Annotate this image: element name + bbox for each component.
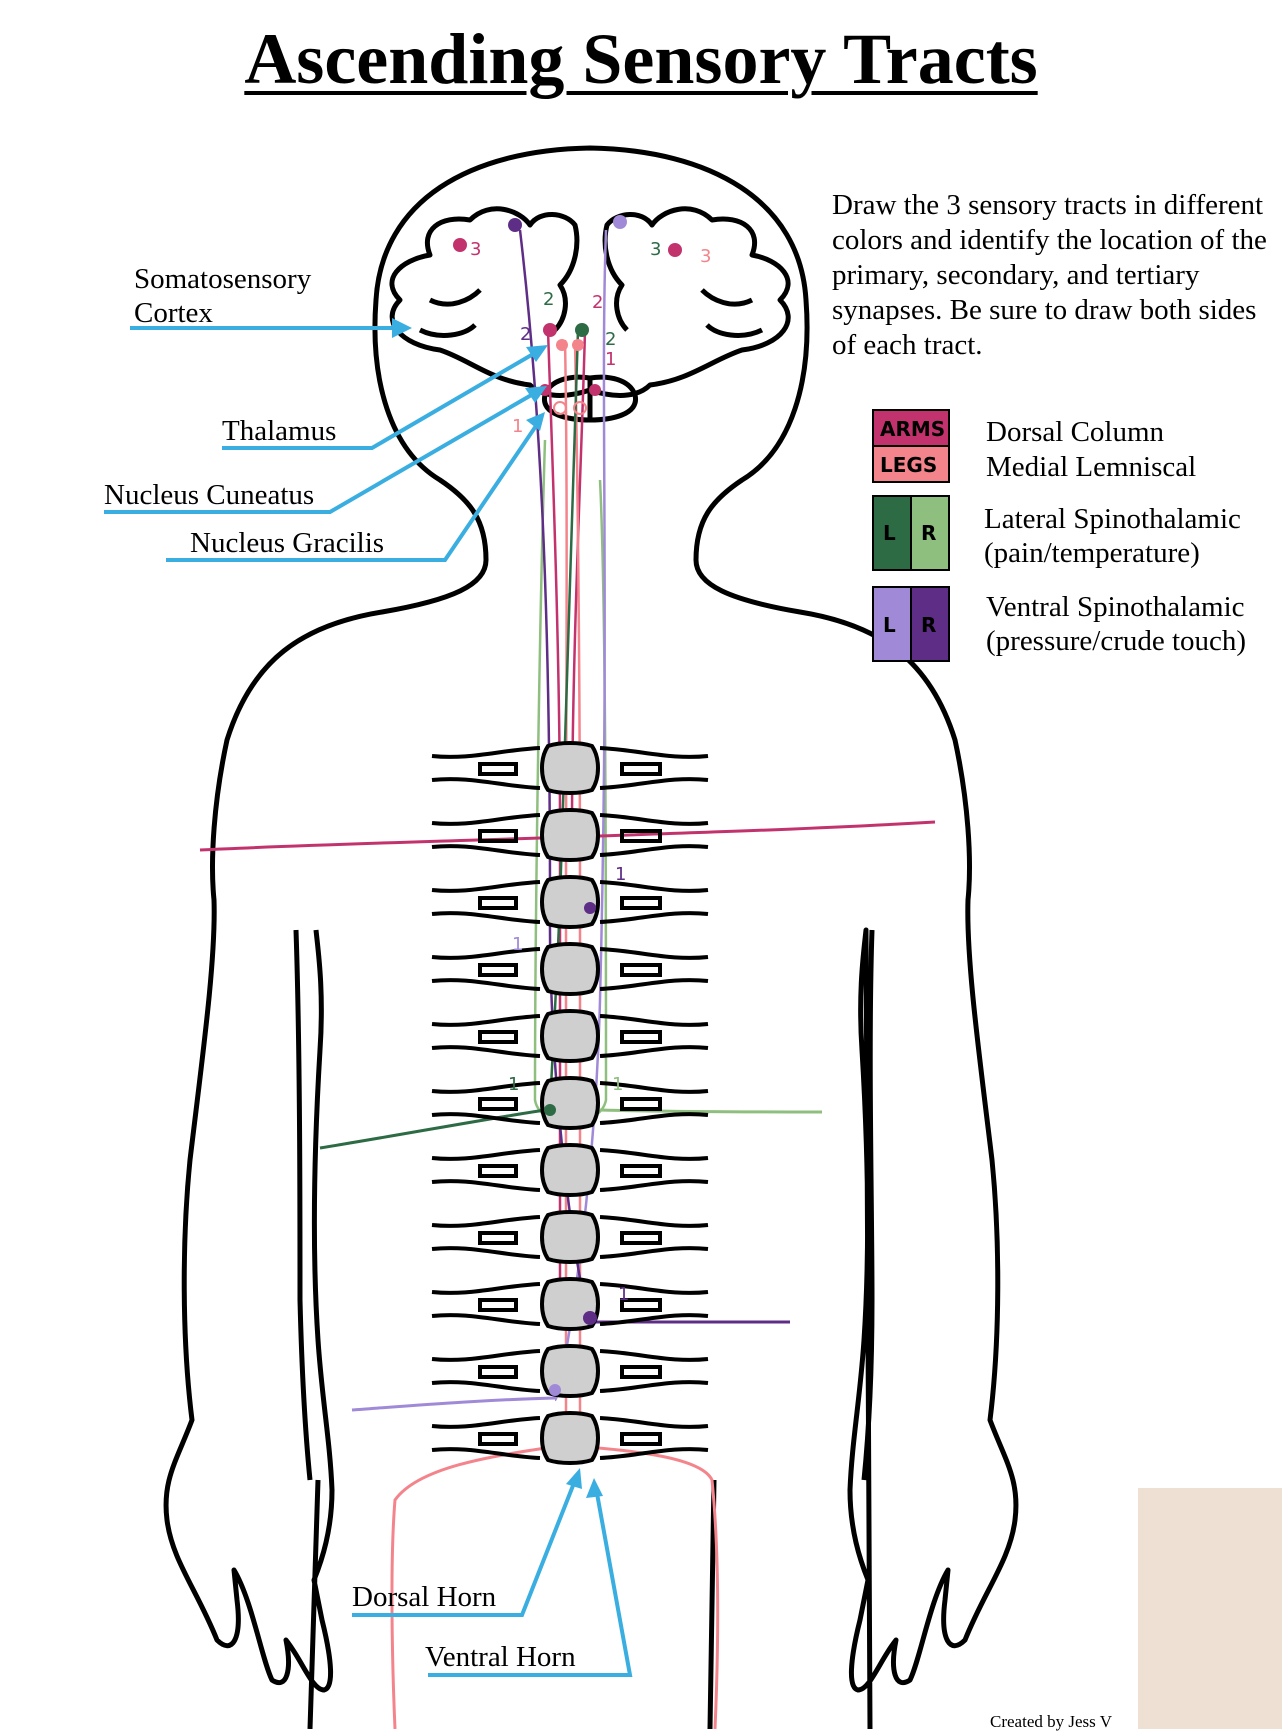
label-somatosensory-line2: Cortex [134,296,213,330]
legend-lateral-swatch: L R [873,496,949,570]
swatch-ventral-left: L [883,613,896,637]
swatch-lateral-right: R [921,521,936,545]
label-dorsal-horn: Dorsal Horn [352,1580,496,1614]
vertebra [432,1413,708,1463]
synapse-dot [554,402,566,414]
ventral-nerve-left [352,1398,555,1410]
synapse-number: 1 [508,1074,519,1095]
arrowhead [526,345,548,362]
vertebra [432,1011,708,1061]
legend-ventral-line1: Ventral Spinothalamic [986,590,1245,624]
synapse-dot [508,218,522,232]
label-nucleus-gracilis: Nucleus Gracilis [190,526,384,560]
swatch-legs-label: LEGS [880,453,937,477]
swatch-arms-label: ARMS [880,417,945,441]
arrowhead [566,1468,582,1489]
synapse-dot [544,1104,556,1116]
legend-lateral-line1: Lateral Spinothalamic [984,502,1241,536]
legend-lateral-line2: (pain/temperature) [984,536,1200,570]
synapse-number: 1 [512,934,523,955]
vertebra [432,743,708,793]
synapse-number: 2 [543,289,554,310]
legend-ventral-line2: (pressure/crude touch) [986,624,1246,658]
beige-corner-block [1138,1488,1282,1729]
legend-dcml-line2: Medial Lemniscal [986,450,1196,484]
synapse-dot [575,323,589,337]
legend-dcml-swatch: ARMS LEGS [873,410,949,482]
synapse-number: 1 [618,1284,629,1305]
synapse-number: 2 [520,324,531,345]
vertebrae [432,743,708,1463]
label-nucleus-cuneatus: Nucleus Cuneatus [104,478,314,512]
synapse-number: 1 [605,349,616,370]
arrowhead [586,1478,603,1498]
left-inner-arm [296,930,310,1480]
synapse-dot [589,384,601,396]
synapse-number: 2 [605,329,616,350]
vertebra [432,1346,708,1396]
synapse-number: 3 [700,246,711,267]
synapse-dot [549,1384,561,1396]
synapse-number: 3 [650,239,661,260]
vertebra [432,1145,708,1195]
synapse-dot [453,238,467,252]
synapse-number: 1 [615,864,626,885]
vertebra [432,877,708,927]
synapse-dot [556,339,568,351]
vertebra [432,1212,708,1262]
footer-credit: Created by Jess V [990,1712,1112,1732]
swatch-lateral-left: L [883,521,896,545]
synapse-number: 1 [512,416,523,437]
legend-ventral-swatch: L R [873,587,949,661]
synapse-dot [543,323,557,337]
synapse-number: 1 [612,1074,623,1095]
swatch-ventral-right: R [921,613,936,637]
synapse-dot [584,902,596,914]
synapse-dot [572,339,584,351]
legend-dcml-line1: Dorsal Column [986,415,1164,449]
label-ventral-horn: Ventral Horn [425,1640,576,1674]
synapse-dot [668,243,682,257]
label-somatosensory-line1: Somatosensory [134,262,311,296]
vertebra [432,944,708,994]
synapse-dot [583,1311,597,1325]
synapse-number: 3 [470,239,481,260]
synapse-number: 2 [592,292,603,313]
label-thalamus: Thalamus [222,414,336,448]
synapse-dot [613,215,627,229]
